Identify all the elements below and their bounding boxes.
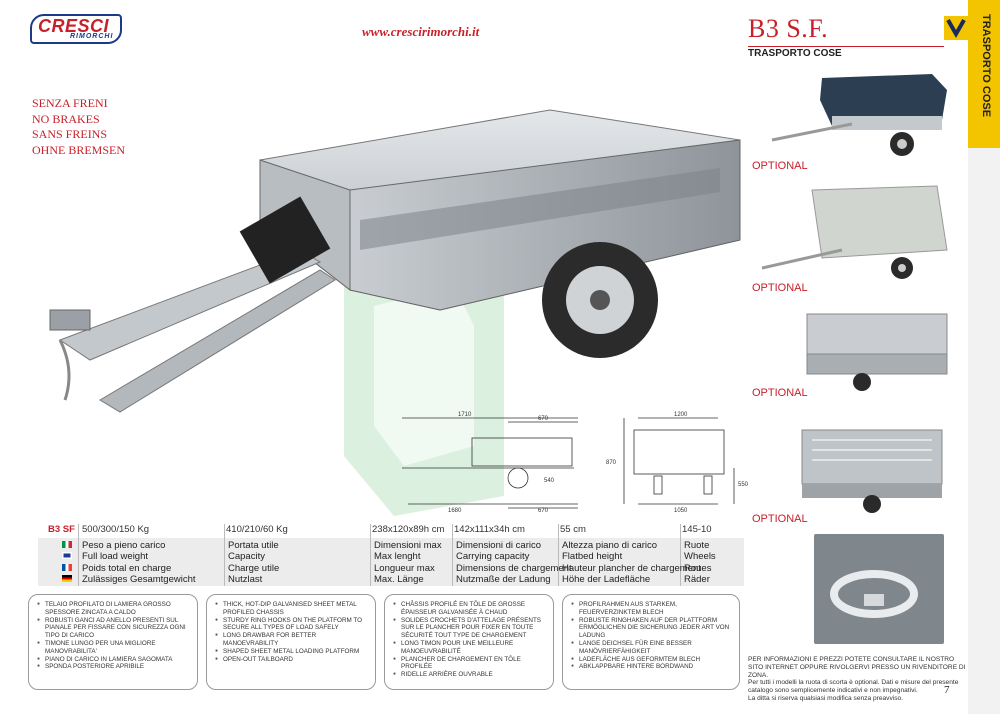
dim-label: 1680 — [448, 508, 462, 514]
spec-header-cell: 55 cm — [560, 524, 586, 535]
optional-photo-cover — [752, 60, 952, 156]
logo-frame — [30, 14, 122, 44]
feature-item: PIANO DI CARICO IN LAMIERA SAGOMATA — [37, 656, 189, 664]
feature-item: TIMONE LUNGO PER UNA MIGLIORE MANOVRABIL… — [37, 640, 189, 656]
spec-header-cell: 500/300/150 Kg — [82, 524, 150, 535]
features-en: THICK, HOT-DIP GALVANISED SHEET METAL PR… — [206, 594, 376, 690]
flag-italy-icon — [62, 541, 72, 548]
feature-item: LADEFLÄCHE AUS GEFORMTEM BLECH — [571, 656, 731, 664]
product-title: B3 S.F. — [748, 14, 829, 43]
info-line: Per tutti i modelli la ruota di scorta è… — [748, 679, 959, 695]
dim-label: 1710 — [458, 412, 472, 418]
dim-label: 540 — [544, 478, 555, 484]
optional-photo-mesh-high — [752, 422, 952, 514]
ring-hook-photo — [814, 534, 944, 644]
brakes-label: SENZA FRENI NO BRAKES SANS FREINS OHNE B… — [32, 96, 125, 158]
spec-table-body — [38, 538, 744, 586]
brakes-fr: SANS FREINS — [32, 127, 108, 141]
feature-item: PROFILRAHMEN AUS STARKEM, FEUERVERZINKTE… — [571, 601, 731, 617]
feature-item: SHAPED SHEET METAL LOADING PLATFORM — [215, 648, 367, 656]
brakes-en: NO BRAKES — [32, 111, 100, 126]
optional-label: OPTIONAL — [752, 160, 808, 172]
feature-item: TELAIO PROFILATO DI LAMIERA GROSSO SPESS… — [37, 601, 189, 617]
spec-table: B3 SF 500/300/150 Kg 410/210/60 Kg 238x1… — [38, 524, 744, 586]
brakes-de: OHNE BREMSEN — [32, 142, 126, 157]
features-fr: CHÂSSIS PROFILÉ EN TÔLE DE GROSSE ÉPAISS… — [384, 594, 554, 690]
dim-label: 550 — [738, 482, 749, 488]
features-de: PROFILRAHMEN AUS STARKEM, FEUERVERZINKTE… — [562, 594, 740, 690]
spec-header-cell: 145-10 — [682, 524, 712, 535]
features-it: TELAIO PROFILATO DI LAMIERA GROSSO SPESS… — [28, 594, 198, 690]
feature-item: LONG TIMON POUR UNE MEILLEURE MANOEUVRAB… — [393, 640, 545, 656]
spec-divider — [78, 524, 79, 586]
dim-label: 670 — [538, 508, 549, 514]
info-text: PER INFORMAZIONI E PREZZI POTETE CONSULT… — [748, 656, 966, 703]
flag-france-icon — [62, 563, 72, 571]
optional-label: OPTIONAL — [752, 387, 808, 399]
trailer-main-photo — [20, 100, 760, 430]
page-number: 7 — [944, 684, 950, 696]
dim-label: 870 — [606, 460, 617, 466]
dim-label: 670 — [538, 416, 549, 422]
chevron-icon — [944, 16, 968, 40]
spec-divider — [452, 524, 453, 586]
logo-text: CRESCI — [38, 16, 110, 36]
feature-item: LANGE DEICHSEL FÜR EINE BESSER MANÖVRIER… — [571, 640, 731, 656]
spec-divider — [370, 524, 371, 586]
logo-subtext: RIMORCHI — [70, 33, 114, 40]
feature-item: CHÂSSIS PROFILÉ EN TÔLE DE GROSSE ÉPAISS… — [393, 601, 545, 617]
optional-photo-mesh-sides — [752, 306, 952, 392]
feature-item: LONG DRAWBAR FOR BETTER MANOEVRABILITY — [215, 632, 367, 648]
optional-label: OPTIONAL — [752, 282, 808, 294]
flag-germany-icon — [62, 575, 72, 583]
cresci-logo: CRESCI RIMORCHI — [30, 14, 122, 44]
feature-item: PLANCHER DE CHARGEMENT EN TÔLE PROFILÉE — [393, 656, 545, 672]
feature-item: SPONDA POSTERIORE APRIBILE — [37, 663, 189, 671]
feature-item: SOLIDES CROCHETS D'ATTELAGE PRÉSENTS SUR… — [393, 617, 545, 640]
side-label: TRASPORTO COSE — [972, 14, 996, 144]
website-url[interactable]: www.crescirimorchi.it — [362, 24, 480, 39]
feature-item: RIDELLE ARRIÈRE OUVRABLE — [393, 671, 545, 679]
title-rule — [748, 46, 944, 47]
spec-divider — [680, 524, 681, 586]
spec-divider — [224, 524, 225, 586]
spec-divider — [558, 524, 559, 586]
feature-item: ABKLAPPBARE HINTERE BORDWAND — [571, 663, 731, 671]
optional-photo-tarp — [752, 180, 952, 280]
spec-model: B3 SF — [48, 524, 75, 535]
feature-item: ROBUSTI GANCI AD ANELLO PRESENTI SUL PIA… — [37, 617, 189, 640]
optional-label: OPTIONAL — [752, 513, 808, 525]
feature-item: ROBUSTE RINGHAKEN AUF DER PLATTFORM ERMÖ… — [571, 617, 731, 640]
info-line: PER INFORMAZIONI E PREZZI POTETE CONSULT… — [748, 656, 966, 679]
product-subtitle: TRASPORTO COSE — [748, 48, 842, 59]
spec-header-cell: 238x120x89h cm — [372, 524, 445, 535]
dim-label: 1200 — [674, 412, 688, 418]
flag-column — [62, 540, 77, 586]
spec-header-cell: 142x111x34h cm — [454, 524, 525, 535]
side-band-yellow — [968, 0, 1000, 148]
dim-label: 1050 — [674, 508, 688, 514]
brakes-it: SENZA FRENI — [32, 96, 108, 110]
spec-header-cell: 410/210/60 Kg — [226, 524, 288, 535]
technical-drawing: 1710 670 1200 870 540 1680 670 1050 550 — [398, 408, 754, 520]
side-label-text: TRASPORTO COSE — [980, 14, 992, 118]
flag-uk-icon — [62, 552, 72, 560]
feature-item: OPEN-OUT TAILBOARD — [215, 656, 367, 664]
feature-item: STURDY RING HOOKS ON THE PLATFORM TO SEC… — [215, 617, 367, 633]
info-line: La ditta si riserva qualsiasi modifica s… — [748, 694, 904, 702]
side-band-gray — [968, 148, 1000, 714]
feature-item: THICK, HOT-DIP GALVANISED SHEET METAL PR… — [215, 601, 367, 617]
